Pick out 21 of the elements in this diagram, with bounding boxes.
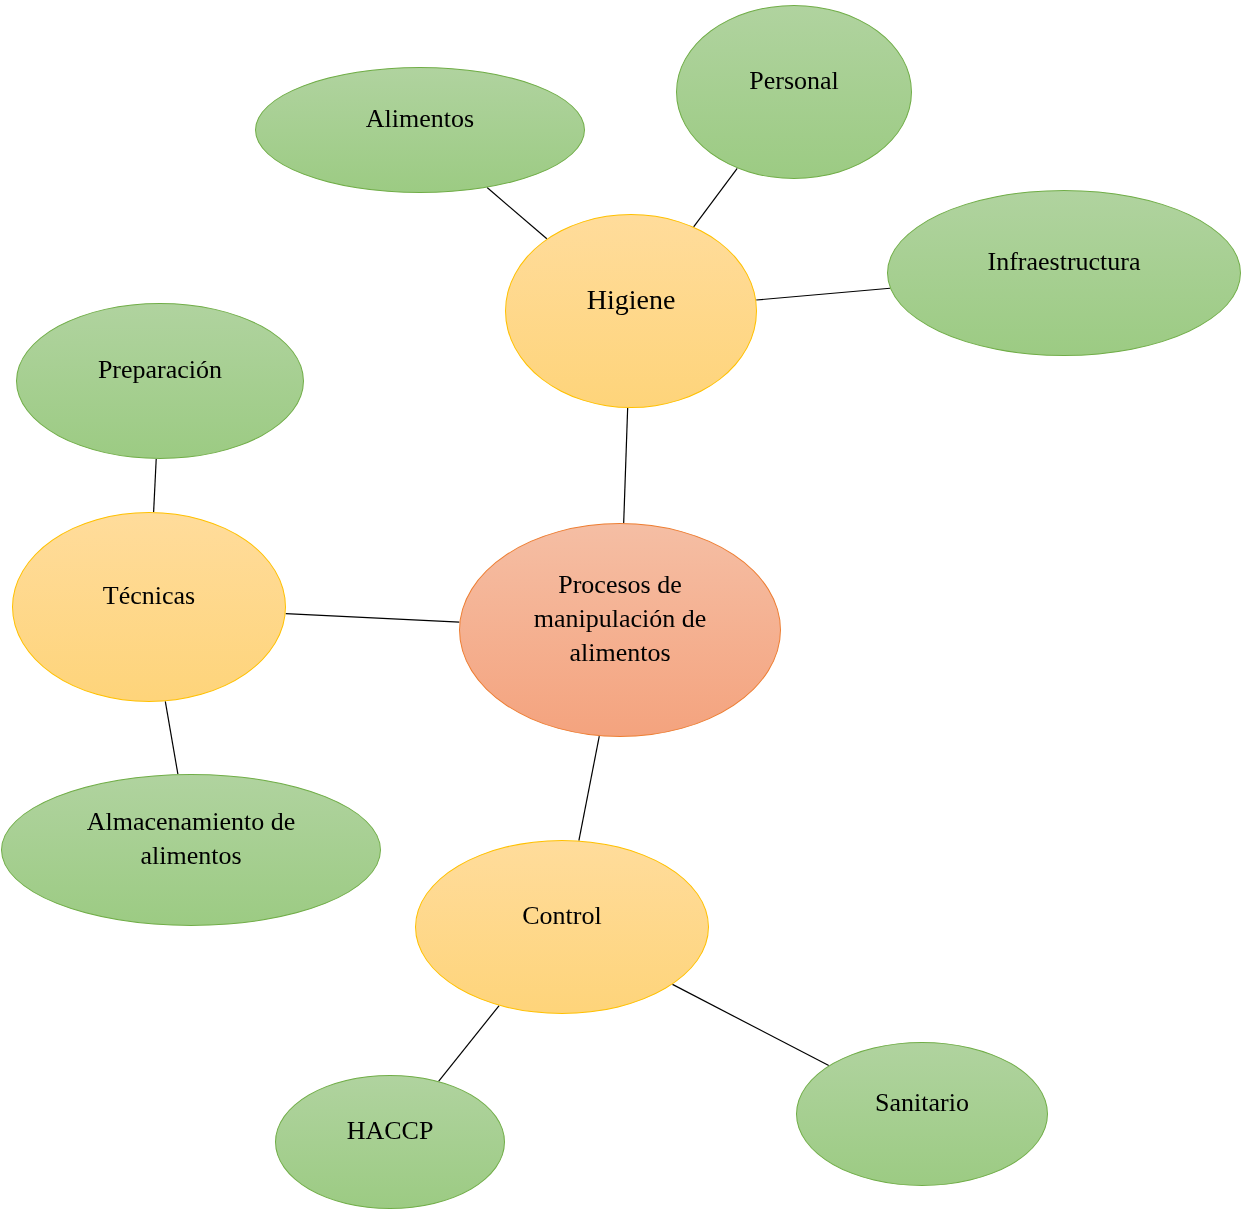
connector-line [486, 186, 548, 240]
connector-line [164, 700, 179, 775]
connector-line [285, 613, 461, 623]
connector-line [437, 1005, 500, 1082]
node-label: Higiene [586, 283, 676, 317]
node-label: Preparación [97, 354, 223, 386]
connector-line [693, 167, 738, 228]
connector-line [755, 287, 891, 301]
node-label: Control [522, 900, 602, 932]
connector-line [578, 735, 600, 842]
connector-line [623, 407, 629, 524]
node-label: Sanitario [875, 1087, 969, 1119]
connector-line [153, 458, 157, 513]
node-label: Infraestructura [987, 246, 1141, 278]
node-label: Técnicas [102, 580, 196, 612]
node-label: Procesos de manipulación de alimentos [532, 569, 708, 669]
node-label: HACCP [346, 1115, 434, 1147]
node-label: Almacenamiento de alimentos [85, 806, 297, 872]
node-label: Personal [749, 65, 839, 97]
connector-line [671, 983, 830, 1067]
node-label: Alimentos [365, 103, 475, 135]
